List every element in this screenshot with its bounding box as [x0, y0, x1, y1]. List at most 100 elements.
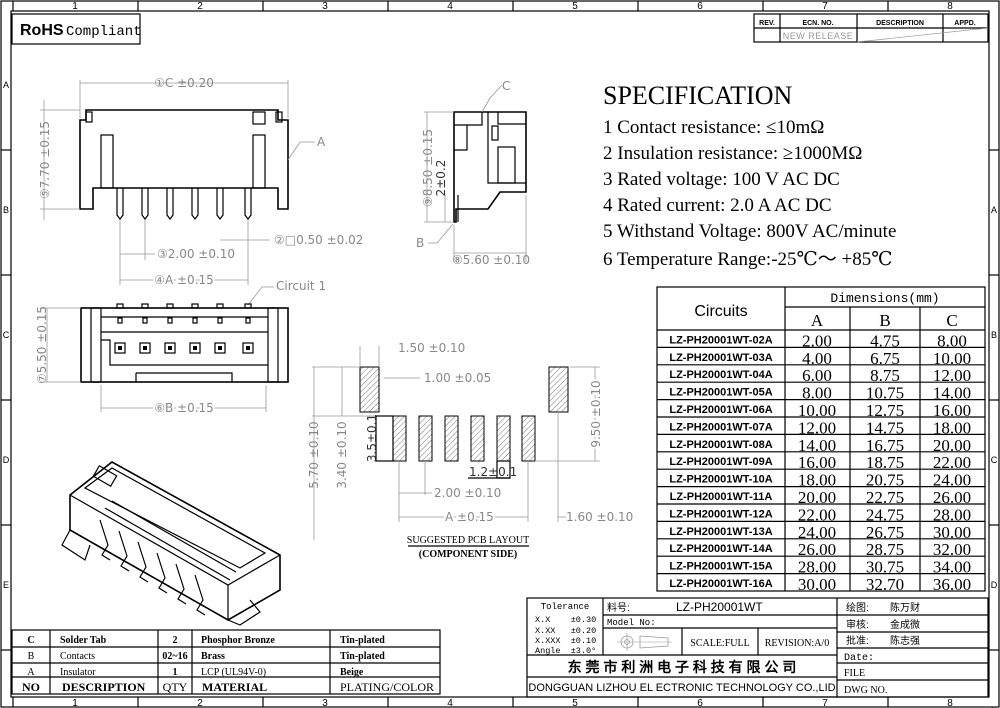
bom-description: Solder Tab: [60, 635, 107, 646]
dim-b-label: ⑥B ±0.15: [154, 401, 214, 415]
dimension-a: 6.00: [802, 366, 832, 385]
revision-label: REVISION:A/0: [765, 638, 829, 649]
dimension-c: 36.00: [933, 575, 971, 594]
dim-pad-extension: 1.2±0.1: [469, 465, 517, 479]
frame-column-label: 1: [72, 698, 78, 708]
dim-height-label: ⑦5.50 ±0.15: [35, 306, 49, 384]
part-number: LZ-PH20001WT-12A: [669, 508, 772, 520]
frame-row-label: B: [3, 205, 9, 215]
dimension-a: 24.00: [798, 523, 836, 542]
file-label: FILE: [844, 668, 865, 679]
dimension-c: 14.00: [933, 384, 971, 403]
dimension-c: 34.00: [933, 558, 971, 577]
frame-column-label: 1: [72, 1, 78, 12]
contact-pin: [141, 188, 149, 220]
bom-qty: 2: [173, 635, 178, 646]
drawn-by: 陈万财: [890, 601, 920, 614]
specification: SPECIFICATION 1 Contact resistance: ≤10m…: [603, 81, 896, 270]
dimension-b: 20.75: [866, 471, 904, 490]
contact-pad: [444, 415, 459, 462]
bom-qty: 1: [173, 667, 178, 678]
iso-contact-pin: [99, 519, 111, 561]
column-b-header: B: [879, 311, 890, 330]
dwg-label: DWG NO.: [844, 685, 887, 696]
front-view: ①C ±0.20 ⑤7.70 ±0.15 ②□0.50 ±0.02 ③2.00 …: [38, 76, 363, 306]
bom-no: A: [27, 667, 35, 678]
dimension-a: 12.00: [798, 418, 836, 437]
tolerance-item: Angle ±3.0°: [535, 646, 596, 656]
dimension-a: 26.00: [798, 540, 836, 559]
ecn-value: NEW RELEASE: [783, 31, 854, 41]
frame-column-label: 7: [822, 698, 828, 708]
frame-column-label: 8: [947, 1, 953, 12]
frame-column-label: 2: [197, 1, 203, 12]
scale-label: SCALE:FULL: [690, 638, 749, 649]
dimension-a: 22.00: [798, 505, 836, 524]
dim-height-label: ⑨8.50 ±0.15: [421, 129, 435, 207]
pcb-layout-subtitle: (COMPONENT SIDE): [419, 549, 517, 560]
rev-header: REV.: [759, 20, 775, 27]
bom-plating: Tin-plated: [340, 635, 385, 646]
bom-material: Brass: [201, 651, 225, 662]
contact-pad: [418, 415, 433, 462]
frame-column-label: 6: [697, 698, 703, 708]
contact-square: [242, 342, 254, 354]
part-number: LZ-PH20001WT-15A: [669, 561, 772, 573]
frame-row-label: E: [991, 705, 997, 708]
dimension-b: 30.75: [866, 558, 904, 577]
dimension-a: 14.00: [798, 436, 836, 455]
part-number: LZ-PH20001WT-11A: [670, 491, 773, 503]
dimension-c: 32.00: [933, 540, 971, 559]
dimension-a: 30.00: [798, 575, 836, 594]
dimensions-header: Dimensions(mm): [830, 291, 939, 306]
bom-qty: 02~16: [162, 651, 187, 662]
dimension-a: 18.00: [798, 471, 836, 490]
contact-pad: [392, 415, 407, 462]
bom-no: B: [28, 651, 35, 662]
frame-column-label: 4: [447, 698, 453, 708]
bom-description: Insulator: [60, 667, 96, 678]
bom-header-qty: QTY: [163, 680, 188, 694]
dim-pad-length: 3.5±0.1: [365, 414, 379, 462]
contact-pad: [496, 415, 511, 462]
part-number: LZ-PH20001WT-09A: [669, 456, 772, 468]
tab-pad: [548, 366, 569, 413]
dimension-b: 18.75: [866, 453, 904, 472]
dim-pin-label: 2±0.2: [434, 160, 448, 197]
dimension-c: 20.00: [933, 436, 971, 455]
iso-contact-pin: [118, 530, 130, 572]
iso-contact-pin: [194, 574, 206, 616]
contact-pin: [191, 188, 199, 220]
spec-item: 2 Insulation resistance: ≥1000MΩ: [603, 143, 862, 164]
dim-pin-label: ②□0.50 ±0.02: [274, 233, 363, 247]
frame-column-label: 2: [197, 698, 203, 708]
part-number: LZ-PH20001WT-10A: [669, 474, 772, 486]
dimension-b: 28.75: [866, 540, 904, 559]
bottom-view: ⑦5.50 ±0.15 ⑥B ±0.15: [35, 303, 289, 417]
frame-column-label: 3: [322, 1, 328, 12]
dimension-b: 12.75: [866, 401, 904, 420]
frame-column-label: 7: [822, 1, 828, 12]
dim-depth-label: ⑧5.60 ±0.10: [452, 253, 530, 267]
dim-height-label: ⑤7.70 ±0.15: [38, 121, 52, 199]
dimension-a: 20.00: [798, 488, 836, 507]
revision-block: REV. ECN. NO. DESCRIPTION APPD. NEW RELE…: [753, 13, 989, 43]
dimension-table: Circuits Dimensions(mm) A B C LZ-PH20001…: [656, 286, 986, 594]
tolerance-item: X.XX ±0.20: [535, 626, 596, 636]
dimension-b: 26.75: [866, 523, 904, 542]
dimension-b: 24.75: [866, 505, 904, 524]
bom-no: C: [27, 635, 34, 646]
bom-header-description: DESCRIPTION: [62, 680, 146, 694]
frame-column-label: 5: [572, 1, 578, 12]
frame-row-label: D: [991, 580, 998, 590]
title-block: Tolerance X.X ±0.30 X.XX ±0.20 X.XXX ±0.…: [526, 597, 989, 698]
circuits-header: Circuits: [694, 303, 747, 320]
